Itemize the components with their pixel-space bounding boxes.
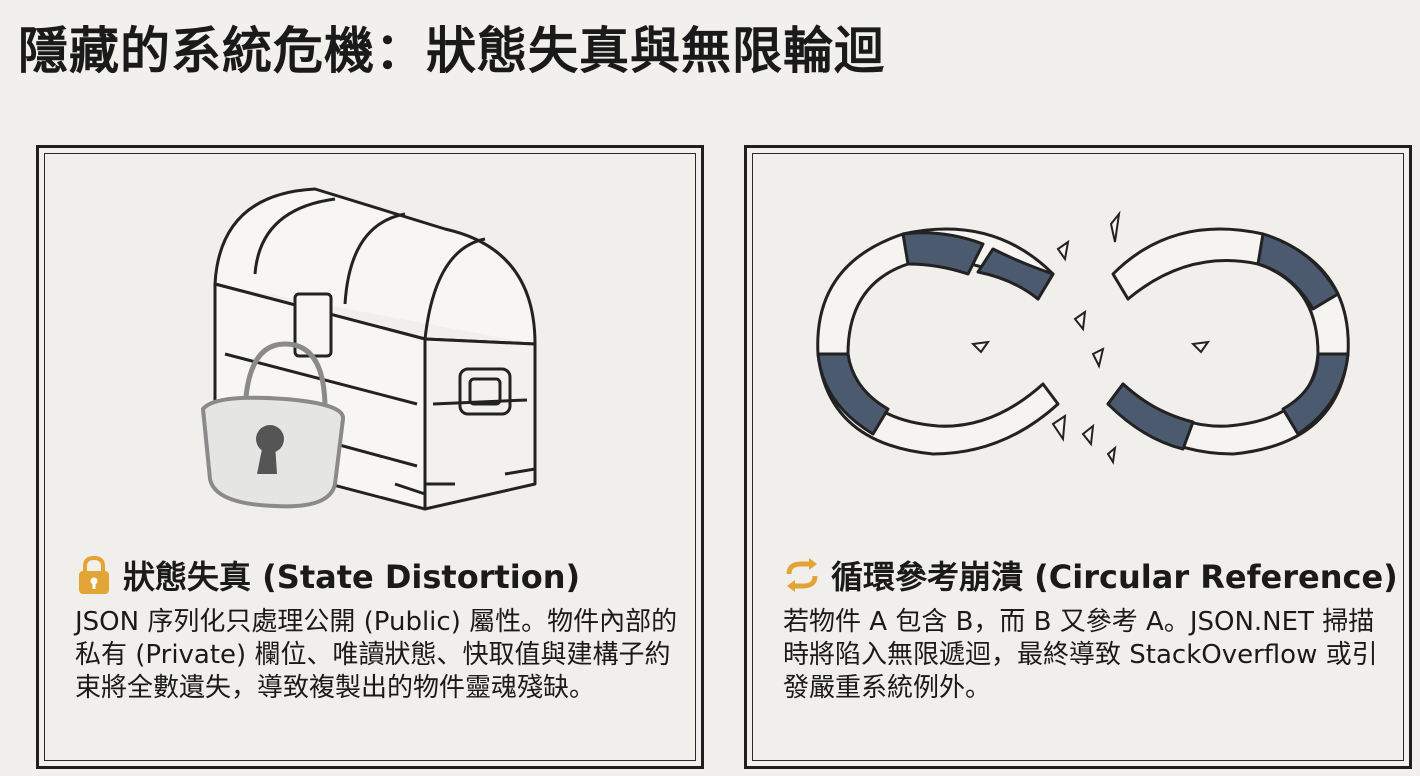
broken-infinity-illustration xyxy=(816,210,1350,465)
card-heading-text: 循環參考崩潰 (Circular Reference) xyxy=(831,558,1398,596)
card-heading: 循環參考崩潰 (Circular Reference) xyxy=(783,552,1398,598)
refresh-icon xyxy=(786,558,818,592)
locked-chest-illustration xyxy=(200,187,537,511)
card-heading: 狀態失真 (State Distortion) xyxy=(75,552,580,598)
card-body-text: JSON 序列化只處理公開 (Public) 屬性。物件內部的私有 (Priva… xyxy=(75,607,678,703)
lock-icon xyxy=(79,555,109,594)
state-distortion-card: 狀態失真 (State Distortion) JSON 序列化只處理公開 (P… xyxy=(36,145,704,769)
page-title: 隱藏的系統危機：狀態失真與無限輪迴 xyxy=(18,22,885,80)
circular-reference-card: 循環參考崩潰 (Circular Reference) 若物件 A 包含 B，而… xyxy=(744,145,1412,769)
card-heading-text: 狀態失真 (State Distortion) xyxy=(123,558,581,596)
card-body-text: 若物件 A 包含 B，而 B 又參考 A。JSON.NET 掃描時將陷入無限遞迴… xyxy=(783,607,1378,703)
